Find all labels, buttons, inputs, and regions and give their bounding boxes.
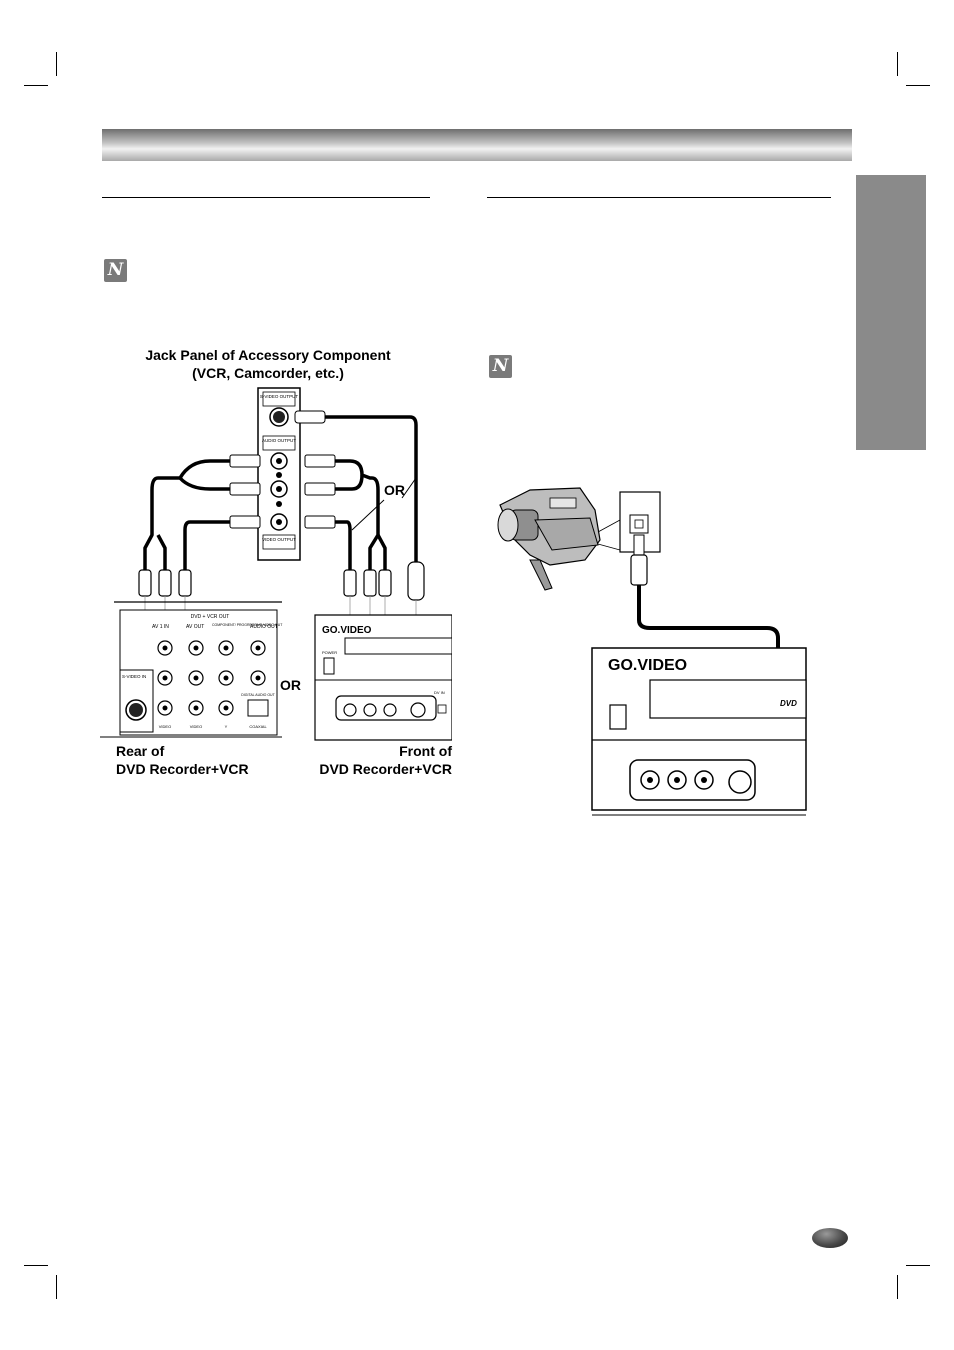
chapter-side-tab <box>856 175 926 450</box>
rear-caption-line1: Rear of <box>116 743 165 759</box>
rear-coaxial-label: COAXIAL <box>249 724 267 729</box>
crop-mark <box>56 52 57 76</box>
diagram-title-line1: Jack Panel of Accessory Component <box>145 347 391 363</box>
power-label: POWER <box>322 650 337 655</box>
crop-mark <box>56 1275 57 1299</box>
section-header-bar <box>102 129 852 161</box>
dvd-logo: DVD <box>780 699 797 708</box>
connection-diagram-left: S-VIDEO OUTPUT AUDIO OUTPUT VIDEO OUTPUT <box>100 387 452 741</box>
diagram-title: Jack Panel of Accessory Component (VCR, … <box>118 346 418 382</box>
or-label-2: OR <box>280 677 301 693</box>
crop-mark <box>897 52 898 76</box>
note-icon: N <box>489 355 512 378</box>
or-label: OR <box>384 482 405 498</box>
diagram-title-line2: (VCR, Camcorder, etc.) <box>192 365 344 381</box>
rear-panel: DVD + VCR OUT AV 1 IN AV OUT COMPONENT/ … <box>100 601 283 738</box>
svideo-output-label: S-VIDEO OUTPUT <box>260 394 299 399</box>
crop-mark <box>906 85 930 86</box>
av1-in-label: AV 1 IN <box>152 624 169 630</box>
connection-diagram-right: GO.VIDEO DVD <box>497 487 807 816</box>
recorder-front-panel: GO.VIDEO DVD <box>591 647 807 816</box>
right-column-rule <box>487 197 831 198</box>
dv-in-label: DV IN <box>434 690 445 695</box>
rear-y-label: Y <box>225 724 228 729</box>
front-panel: GO.VIDEO POWER DV IN <box>314 614 452 741</box>
front-caption-line2: DVD Recorder+VCR <box>319 761 452 777</box>
left-column-rule <box>102 197 430 198</box>
digital-audio-label: DIGITAL AUDIO OUT <box>241 693 275 697</box>
camcorder-illustration <box>497 487 601 591</box>
front-caption-line1: Front of <box>399 743 452 759</box>
rear-caption-line2: DVD Recorder+VCR <box>116 761 249 777</box>
crop-mark <box>24 85 48 86</box>
front-brand: GO.VIDEO <box>322 625 372 636</box>
video-output-label: VIDEO OUTPUT <box>262 537 296 542</box>
crop-mark <box>906 1265 930 1266</box>
recorder-brand: GO.VIDEO <box>608 657 687 674</box>
accessory-jack-panel: S-VIDEO OUTPUT AUDIO OUTPUT VIDEO OUTPUT <box>257 387 301 561</box>
svideo-in-label: S-VIDEO IN <box>122 674 146 679</box>
page-number-tab <box>812 1228 848 1248</box>
crop-mark <box>897 1275 898 1299</box>
audio-out-label: AUDIO OUT <box>250 624 278 630</box>
component-label: COMPONENT/ PROGRESSIVE VIDEO OUT <box>212 623 283 627</box>
rear-video-label: VIDEO <box>159 724 171 729</box>
note-icon: N <box>104 259 127 282</box>
rear-header: DVD + VCR OUT <box>191 614 230 620</box>
audio-output-label: AUDIO OUTPUT <box>262 438 296 443</box>
av-out-label: AV OUT <box>186 624 204 630</box>
crop-mark <box>24 1265 48 1266</box>
front-caption: Front of DVD Recorder+VCR <box>300 742 452 778</box>
rear-caption: Rear of DVD Recorder+VCR <box>116 742 249 778</box>
rear-video-label: VIDEO <box>190 724 202 729</box>
